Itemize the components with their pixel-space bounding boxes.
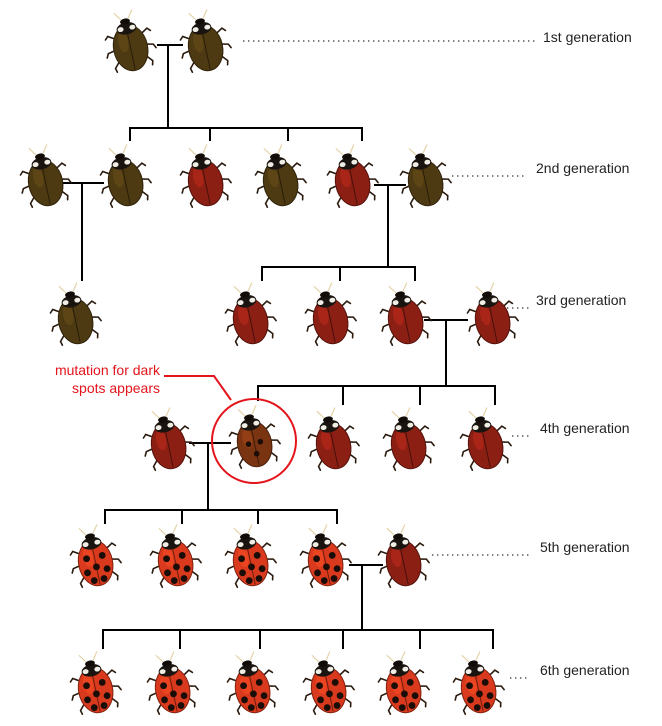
ladybug-brown	[42, 278, 106, 348]
ladybug-red	[319, 140, 383, 210]
ladybug-brown	[12, 140, 76, 210]
ladybug-red	[172, 140, 236, 210]
ladybug-spotted	[62, 520, 126, 590]
ladybug-mutant	[221, 401, 285, 471]
ladybug-red	[372, 278, 436, 348]
ladybug-spotted	[219, 647, 283, 717]
ladybug-spotted	[62, 647, 126, 717]
ladybugs	[12, 5, 523, 717]
ladybug-spotted	[142, 520, 206, 590]
generation-label-1: 1st generation	[543, 29, 632, 45]
mutation-label-line-2: spots appears	[72, 380, 160, 396]
mutation-highlight-circle	[211, 398, 297, 484]
ladybug-brown	[172, 5, 236, 75]
generation-label-3: 3rd generation	[536, 292, 627, 308]
mutation-callout	[164, 375, 297, 484]
ladybug-brown	[92, 140, 156, 210]
ladybug-red	[135, 403, 199, 473]
ladybug-red	[217, 278, 281, 348]
generation-label-2: 2nd generation	[536, 160, 630, 176]
ladybug-spotted	[370, 647, 434, 717]
ladybug-spotted	[445, 647, 509, 717]
ladybug-red	[300, 403, 364, 473]
ladybug-red	[370, 520, 434, 590]
ladybug-spotted	[139, 647, 203, 717]
ladybug-spotted	[295, 647, 359, 717]
ladybug-red	[452, 403, 516, 473]
family-tree-lines	[61, 44, 496, 649]
ladybug-brown	[247, 140, 311, 210]
ladybug-spotted	[217, 520, 281, 590]
ladybug-brown	[97, 5, 161, 75]
mutation-label-line-1: mutation for dark	[54, 362, 160, 378]
generation-label-5: 5th generation	[540, 539, 630, 555]
ladybug-spotted	[292, 520, 356, 590]
ladybug-red	[375, 403, 439, 473]
ladybug-red	[459, 278, 523, 348]
ladybug-red	[297, 278, 361, 348]
mutation-label: mutation for dark spots appears	[55, 361, 160, 397]
ladybug-brown	[392, 140, 456, 210]
callout-pointer	[164, 375, 232, 401]
generation-label-6: 6th generation	[540, 662, 630, 678]
generation-label-4: 4th generation	[540, 420, 630, 436]
